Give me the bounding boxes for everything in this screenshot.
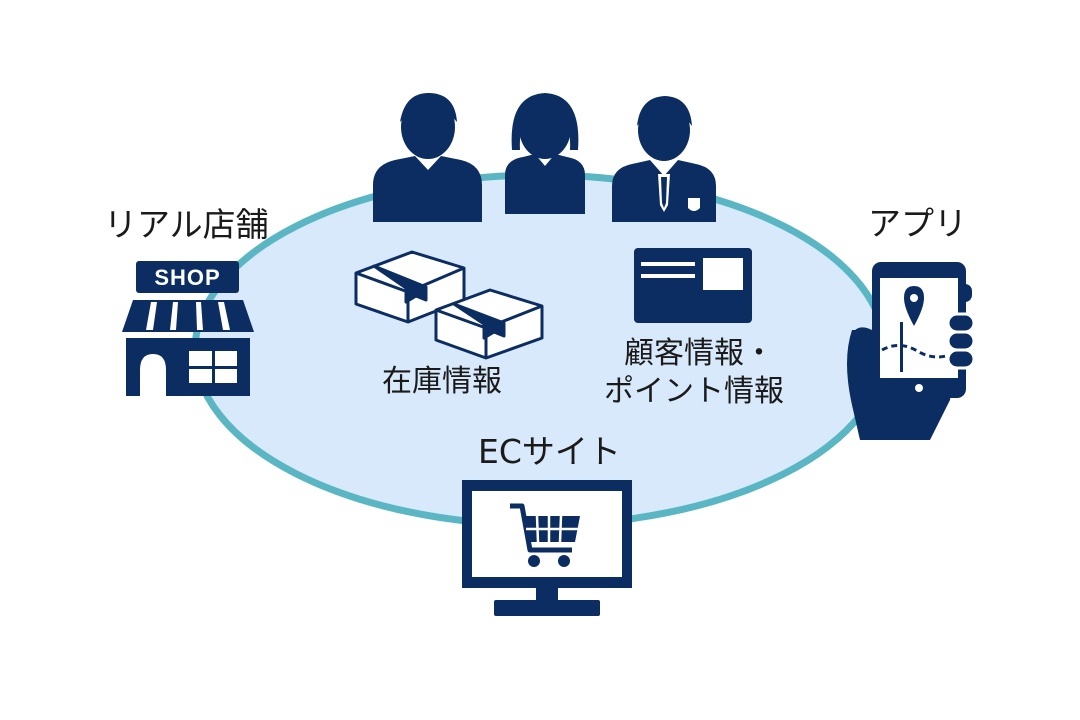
woman-icon (505, 93, 585, 214)
customer-info-label-line2: ポイント情報 (604, 374, 784, 409)
boxes-icon (354, 250, 544, 360)
smartphone-map-icon (847, 262, 976, 440)
shop-sign-text: SHOP (154, 265, 220, 290)
ec-site-label: ECサイト (478, 432, 621, 471)
man-icon (373, 92, 482, 222)
omnichannel-ellipse (191, 171, 889, 529)
shopping-cart-icon (510, 503, 580, 567)
storefront-icon: SHOP (122, 261, 254, 396)
monitor-cart-icon (462, 480, 632, 616)
customer-info-label-line1: 顧客情報・ (624, 336, 774, 371)
people-icon (373, 92, 716, 222)
inventory-label: 在庫情報 (382, 364, 502, 399)
store-label: リアル店舗 (104, 205, 269, 244)
student-icon (612, 96, 716, 222)
member-card-icon (634, 248, 752, 323)
app-label: アプリ (868, 204, 967, 243)
